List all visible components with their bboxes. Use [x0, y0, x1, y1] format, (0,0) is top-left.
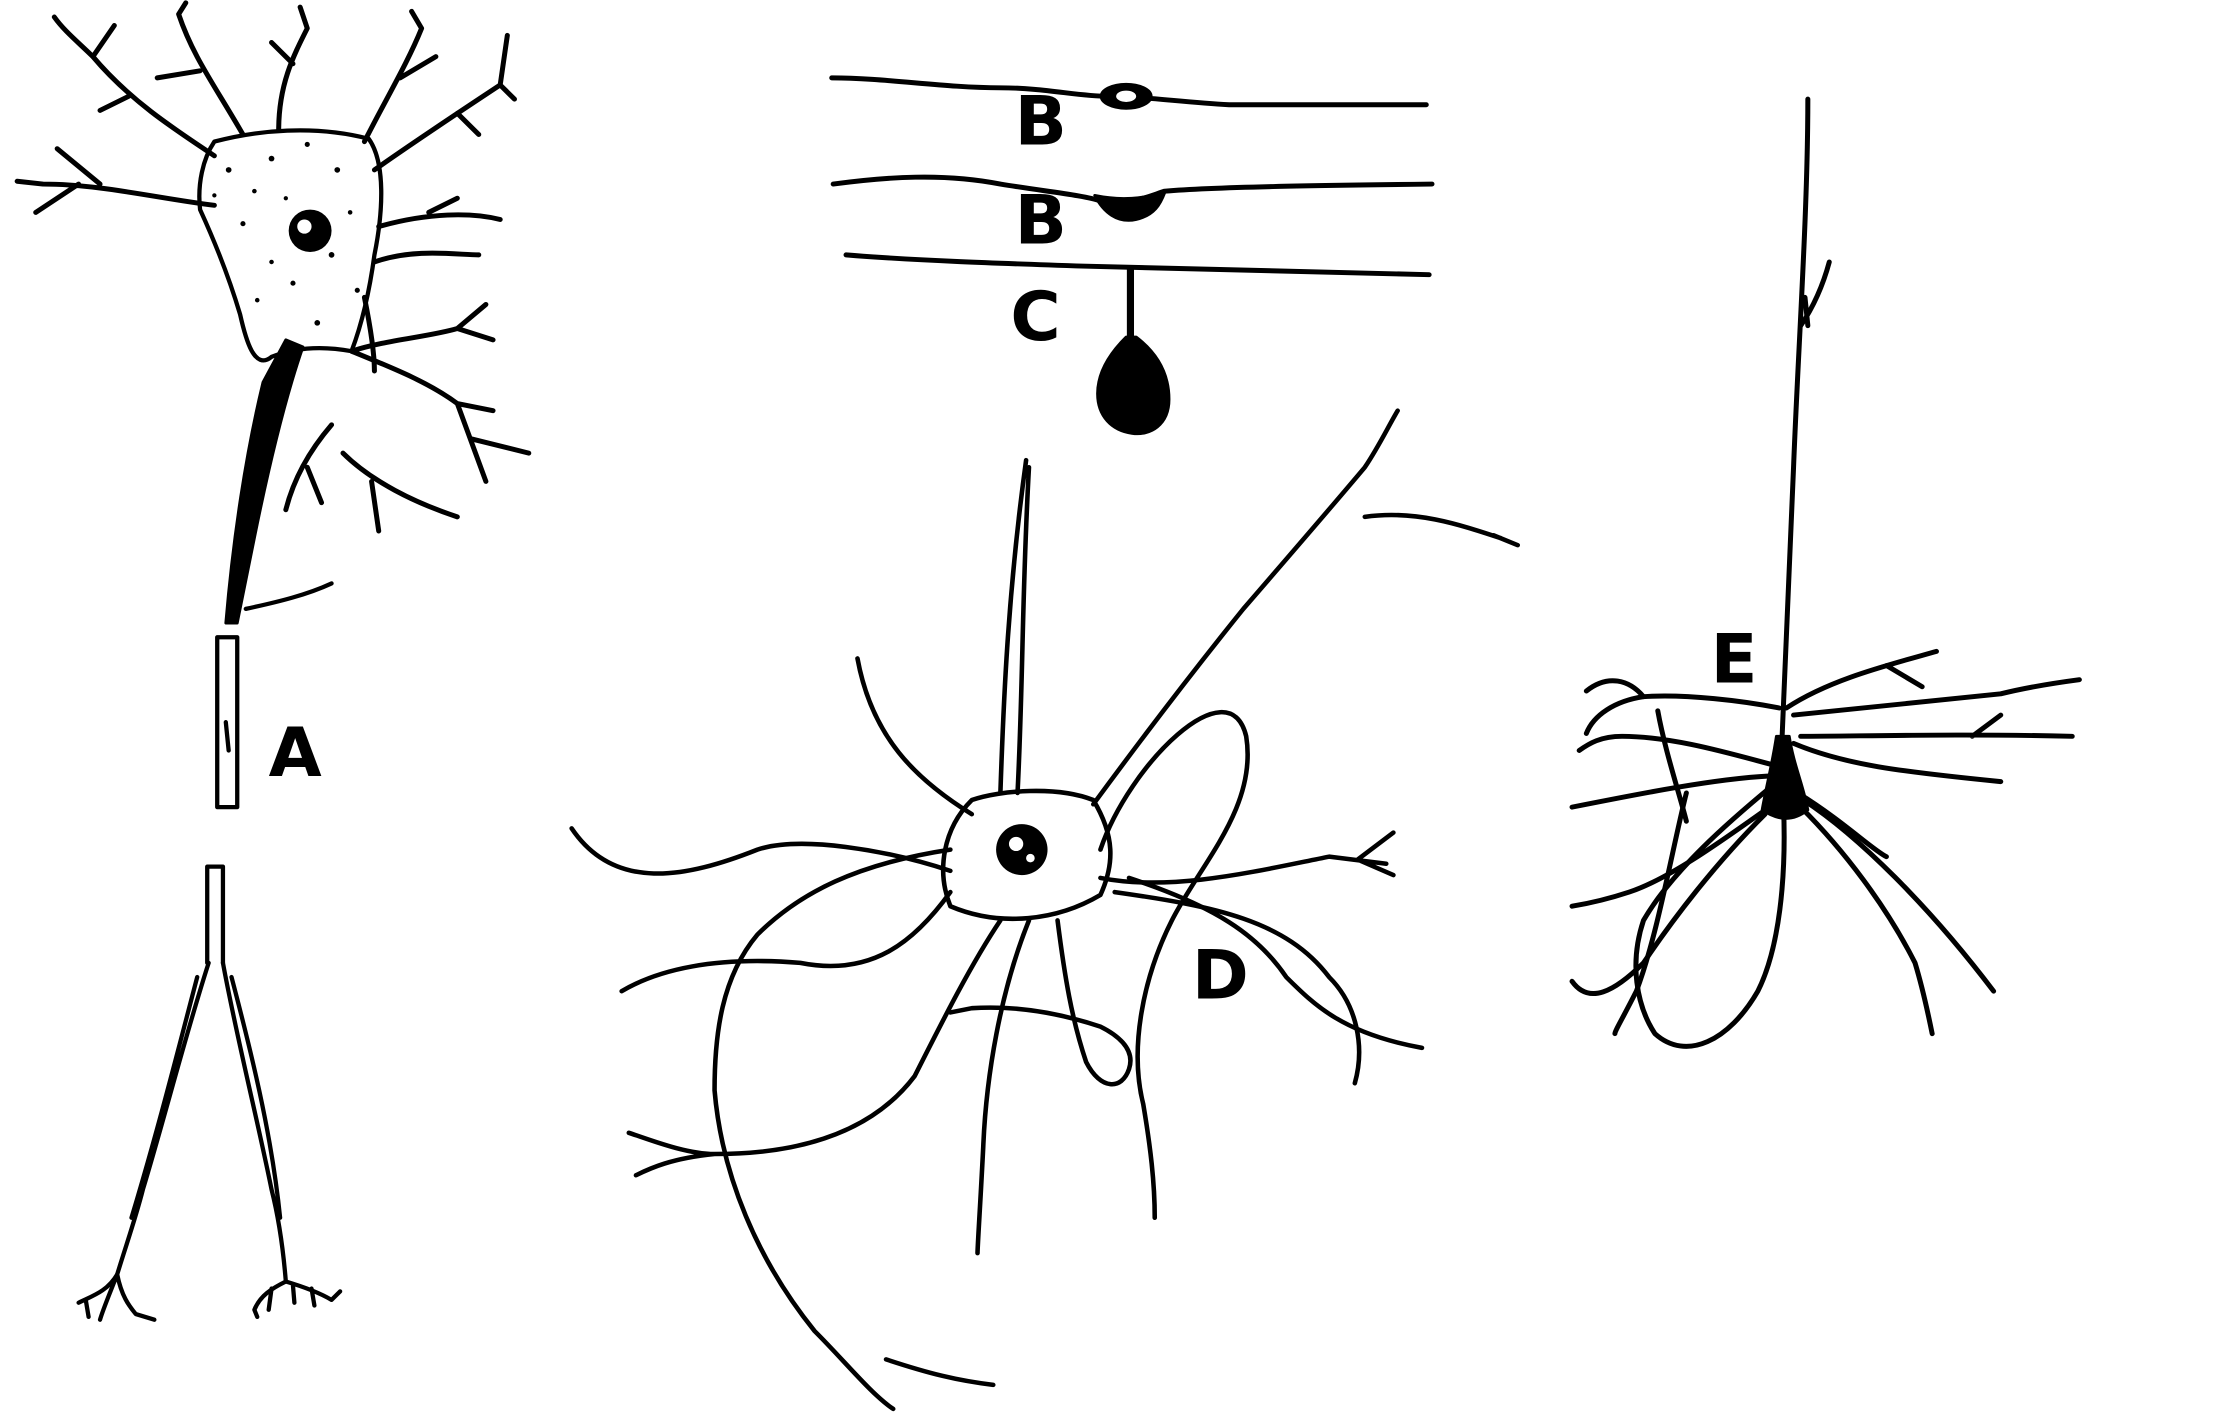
neuron-a-axon-collateral [246, 583, 332, 608]
neuron-a-axon-lower [217, 637, 237, 807]
neuron-a [17, 3, 529, 1320]
neuron-d [572, 411, 1518, 1409]
neuron-b-middle [833, 177, 1432, 220]
neuron-a-axon-hillock [226, 340, 303, 623]
label-e: E [1711, 621, 1758, 700]
neuron-a-axon-continued [207, 867, 223, 963]
neuron-d-nucleus [996, 824, 1047, 875]
neuron-b-top [832, 78, 1427, 109]
neuron-e-apical-dendrite [1782, 99, 1808, 736]
neuron-a-axon-branches [117, 963, 286, 1282]
label-a: A [269, 714, 322, 793]
neuron-c [846, 255, 1429, 434]
neuron-b-middle-cell-body [1095, 193, 1165, 221]
label-c: C [1010, 278, 1060, 357]
neuron-c-cell-body [1098, 337, 1169, 434]
label-b-middle: B [1015, 182, 1067, 261]
neuron-a-axon-terminals [79, 1274, 341, 1319]
label-b-top: B [1015, 83, 1067, 162]
neuron-a-cell-body [199, 130, 381, 360]
neuron-e [1572, 99, 2079, 1046]
label-d: D [1192, 937, 1249, 1016]
